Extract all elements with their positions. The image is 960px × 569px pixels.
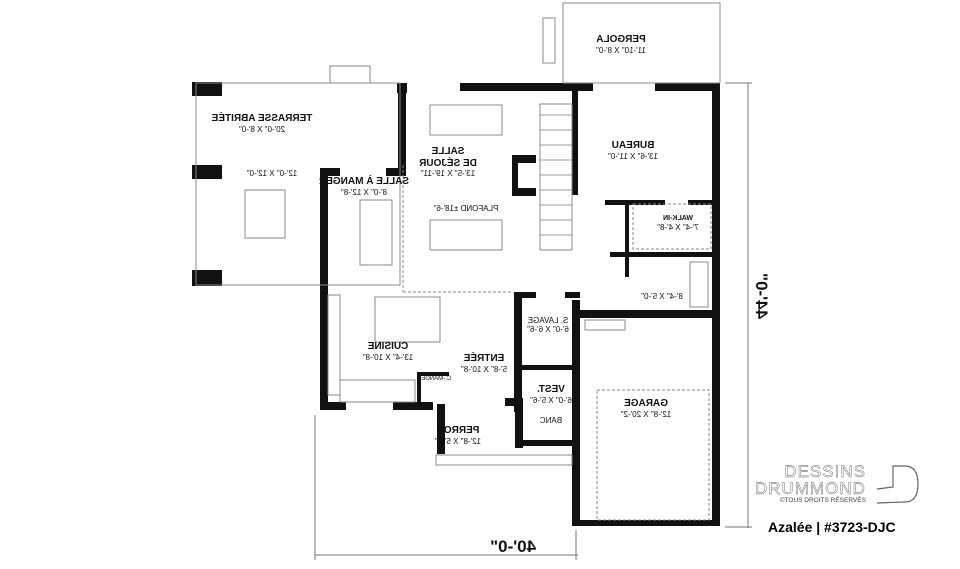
logo-text: DESSINS — [784, 462, 866, 481]
room-dims: 8'-4" X 5'-0" — [641, 292, 683, 301]
room-name: PERRON — [436, 425, 480, 436]
room-dims: 12'-8" X 20'-2" — [620, 409, 672, 419]
outlines — [195, 2, 721, 521]
room-name: TERRASSE ABRITÉE — [211, 113, 313, 124]
room-dims: 6'-0" X 6'-6" — [527, 325, 569, 335]
room-dims: 6'-0" X 5'-6" — [530, 395, 572, 405]
stairs — [540, 114, 572, 236]
plan-id: Azalée | #3723-DJC — [768, 519, 896, 535]
room-name: GARAGE — [624, 398, 668, 409]
room-name: WALK-IN — [663, 215, 693, 222]
room-dims: 5'-8" X 10'-8" — [460, 364, 508, 374]
room-name: DE SÉJOUR — [419, 157, 477, 169]
bench-text: BANC — [539, 416, 563, 425]
walls — [192, 82, 720, 526]
room-name: CUISINE — [367, 341, 409, 352]
logo-text: DRUMMOND — [755, 479, 866, 498]
room-dims: 13'-6" X 11'-0" — [608, 151, 658, 161]
copyright-text: ©TOUS DROITS RÉSERVÉS — [779, 497, 866, 504]
room-dims: 13'-4" X 10'-8" — [362, 352, 414, 362]
dimension-lines — [314, 82, 752, 560]
room-dims: 8'-0" X 12'-8" — [340, 187, 388, 197]
room-name: SALLE — [431, 146, 465, 157]
depth-dimension: 44'-0" — [752, 272, 772, 320]
room-name: ENTRÉE — [463, 353, 505, 364]
logo: DESSINS DRUMMOND ©TOUS DROITS RÉSERVÉS — [755, 463, 866, 504]
bench-label: BANC — [540, 416, 562, 425]
room-salle-bain: 8'-4" X 5'-0" — [641, 292, 683, 301]
room-dims: 7'-4" X 4'-8" — [657, 223, 699, 233]
room-dims: 11'-10" X 8'-0" — [596, 45, 646, 55]
room-vest: VEST.6'-0" X 5'-6" — [530, 384, 572, 405]
pantry-label: C.-MANGER — [417, 376, 451, 383]
room-dims: 13'-5" X 19'-11" — [420, 169, 476, 178]
room-dims: 12'-8" X 5'-0" — [434, 436, 482, 446]
room-name: BUREAU — [611, 140, 655, 151]
room-name: PERGOLA — [596, 34, 646, 45]
room-name: SALLE À MANGER — [319, 176, 409, 187]
room-dims: 20'-0" X 8'-0" — [238, 124, 286, 134]
room-name: VEST. — [537, 384, 565, 395]
ceiling-note: PLAFOND ±18'-6" — [434, 204, 499, 213]
room-name: S. LAVAGE — [527, 316, 569, 325]
width-dimension: 40'-0" — [490, 537, 537, 556]
ceiling-height: PLAFOND ±18'-6" — [433, 204, 499, 213]
room-dims: 12'-0" X 12'-0" — [246, 169, 298, 178]
pantry-text: C.-MANGER — [416, 376, 452, 382]
room-terrasse-table: 12'-0" X 12'-0" — [247, 169, 298, 178]
